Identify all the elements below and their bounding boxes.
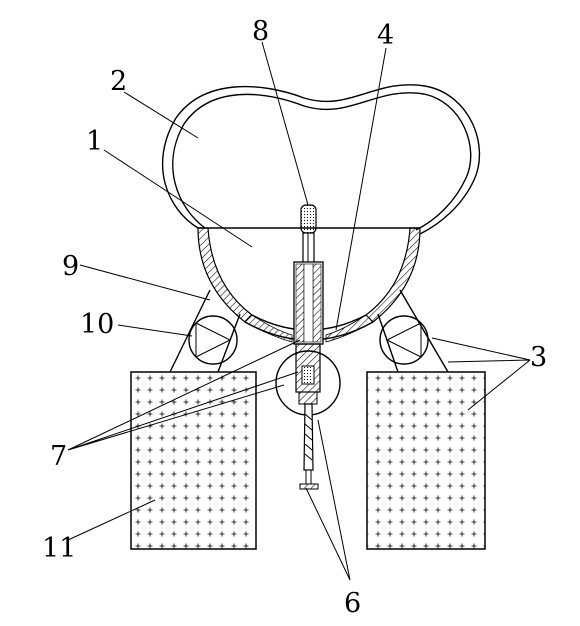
leader-4: [335, 47, 387, 331]
leader-lines: [67, 41, 531, 581]
label-1: 1: [86, 126, 103, 157]
weight-left: [130, 371, 257, 550]
label-7: 7: [50, 441, 67, 472]
label-6: 6: [344, 588, 361, 619]
bowl-bottom-hatch-left: [244, 314, 293, 343]
label-9: 9: [62, 251, 79, 282]
label-2: 2: [110, 66, 127, 97]
leader-1: [103, 149, 253, 248]
leader-2: [123, 91, 199, 139]
label-10: 10: [80, 309, 114, 340]
leader-8: [261, 41, 309, 206]
weight-right: [366, 371, 486, 550]
drill-twist: [304, 413, 313, 461]
label-3: 3: [530, 342, 547, 373]
leader-10: [117, 324, 193, 337]
leader-6: [305, 419, 351, 581]
sleeve-inner-left: [295, 263, 305, 343]
leader-11: [67, 499, 156, 541]
drill-foot: [299, 483, 319, 490]
leader-7: [67, 339, 301, 451]
wheel-right: [379, 315, 429, 365]
drill-shaft: [305, 469, 312, 485]
label-8: 8: [252, 16, 269, 47]
label-4: 4: [377, 20, 394, 51]
bag-outer: [161, 84, 481, 235]
sleeve-inner-right: [312, 263, 322, 343]
motor-core-dots: [303, 367, 313, 383]
rod-tip: [300, 204, 317, 234]
bowl-bottom-hatch-right: [325, 314, 374, 343]
bowl-wall-right: [365, 227, 421, 323]
sleeve-core: [303, 263, 314, 343]
wheel-left: [188, 315, 238, 365]
motor-base: [298, 391, 318, 405]
leader-9: [79, 264, 211, 301]
label-11: 11: [42, 533, 76, 564]
leader-3: [431, 337, 531, 411]
bag-inner: [172, 92, 472, 231]
